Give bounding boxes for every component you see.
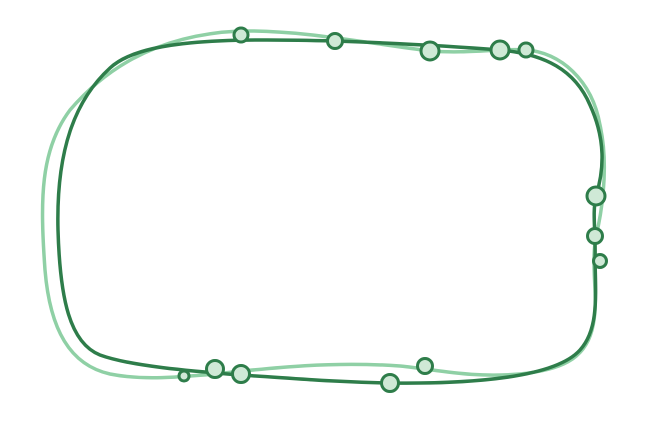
node-9[interactable] — [416, 357, 434, 375]
node-10[interactable] — [380, 373, 400, 393]
node-5[interactable] — [517, 41, 535, 59]
light-loop-path — [40, 29, 606, 380]
node-7[interactable] — [586, 227, 604, 245]
node-1[interactable] — [232, 26, 250, 44]
node-11[interactable] — [231, 364, 251, 384]
node-2[interactable] — [326, 32, 344, 50]
node-3[interactable] — [419, 40, 441, 62]
node-8[interactable] — [592, 253, 608, 269]
node-12[interactable] — [205, 359, 225, 379]
nodes — [177, 26, 608, 393]
dark-loop-path — [56, 38, 604, 385]
node-4[interactable] — [489, 39, 511, 61]
node-6[interactable] — [585, 185, 607, 207]
node-13[interactable] — [177, 369, 191, 383]
